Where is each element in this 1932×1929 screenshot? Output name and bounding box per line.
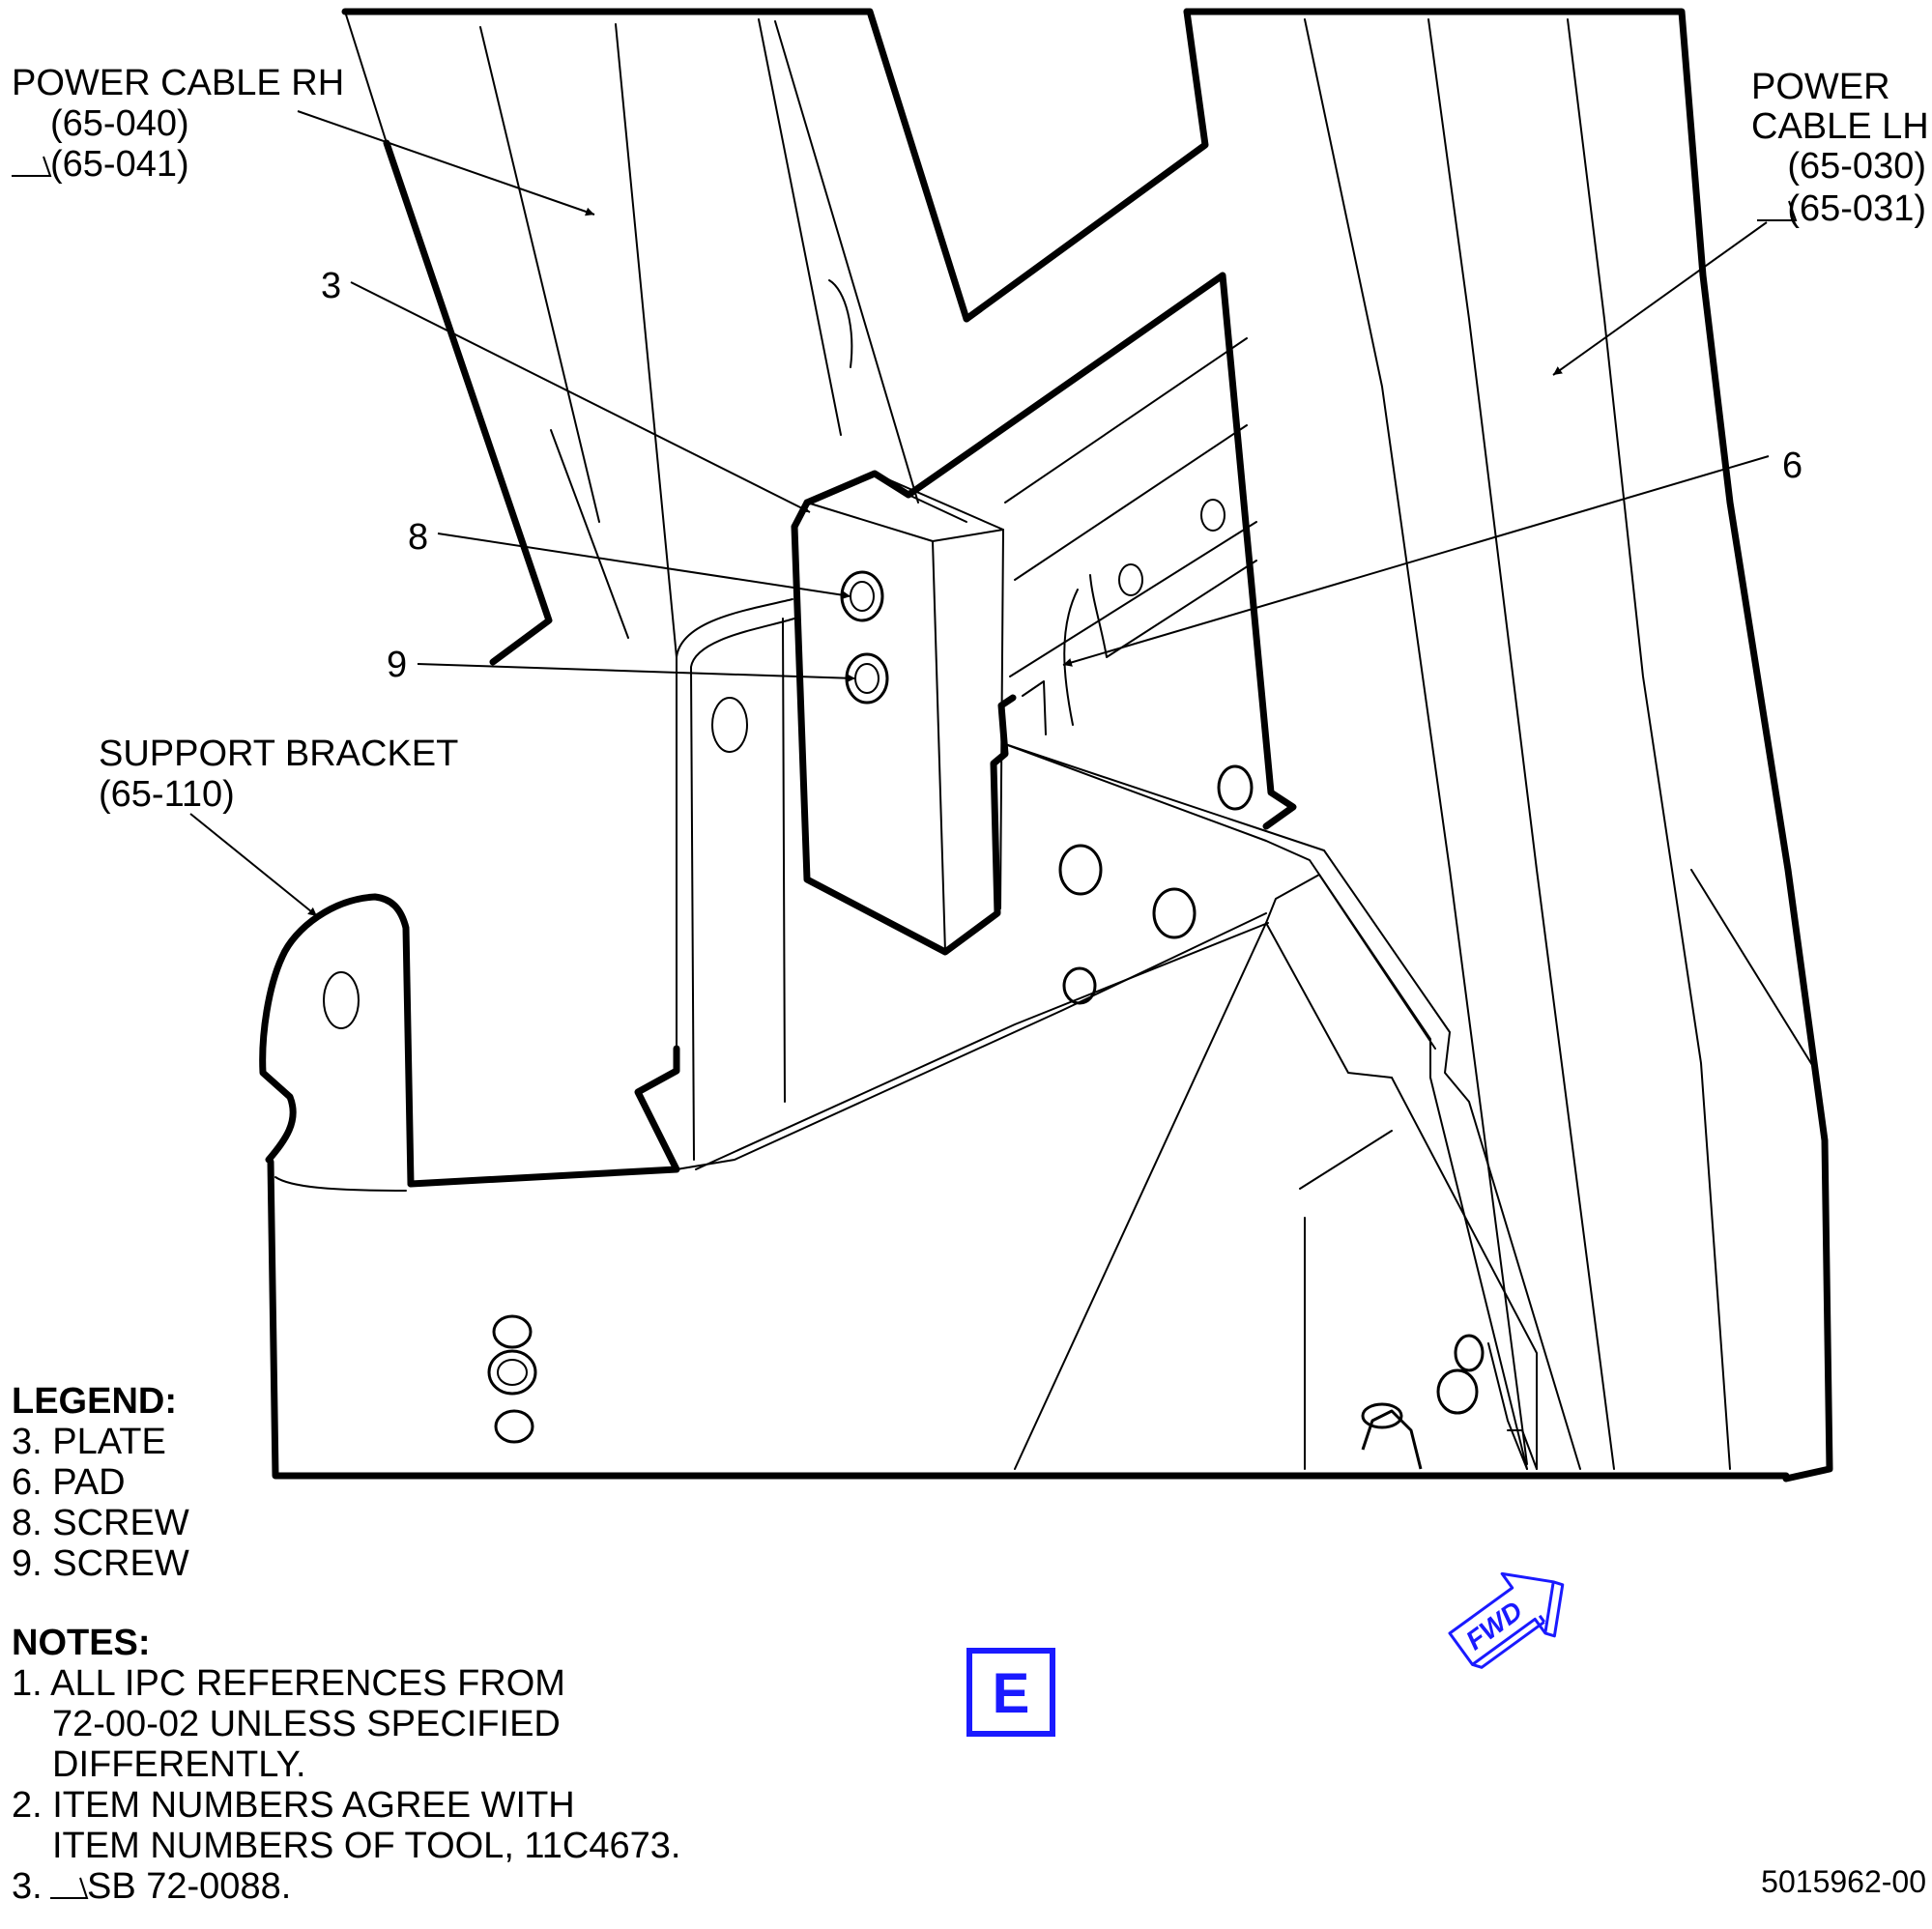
power-cable-rh-ref: (65-040) bbox=[50, 103, 189, 144]
notes: NOTES: 1. ALL IPC REFERENCES FROM 72-00-… bbox=[12, 1623, 680, 1907]
callout-item-6: 6 bbox=[1782, 446, 1802, 486]
note-line: 3. bbox=[12, 1866, 43, 1907]
callout-power-cable-lh: POWER CABLE LH (65-030) (65-031) bbox=[1751, 67, 1929, 229]
drawing-number: 5015962-00 bbox=[1761, 1864, 1926, 1899]
callout-item-9: 9 bbox=[387, 645, 407, 685]
note-3-text: SB 72-0088. bbox=[87, 1866, 291, 1907]
note-line: 1. ALL IPC REFERENCES FROM bbox=[12, 1663, 565, 1704]
legend-item: 6. PAD bbox=[12, 1462, 126, 1503]
notes-title: NOTES: bbox=[12, 1623, 151, 1663]
sb-triangle-icon bbox=[50, 1877, 89, 1899]
power-cable-rh-label: POWER CABLE RH bbox=[12, 63, 344, 103]
support-bracket-label: SUPPORT BRACKET bbox=[99, 734, 458, 774]
power-cable-lh-label-line2: CABLE LH bbox=[1751, 106, 1929, 147]
callout-item-3: 3 bbox=[321, 266, 341, 306]
leader-lines bbox=[189, 110, 1770, 917]
legend-item: 3. PLATE bbox=[12, 1422, 166, 1462]
view-label-text: E bbox=[993, 1662, 1030, 1725]
legend-item: 8. SCREW bbox=[12, 1503, 189, 1543]
callout-item-8: 8 bbox=[408, 517, 428, 558]
legend-title: LEGEND: bbox=[12, 1381, 177, 1422]
plate-item-3-drawing bbox=[791, 272, 1297, 956]
note-line: 2. ITEM NUMBERS AGREE WITH bbox=[12, 1785, 575, 1826]
sb-triangle-icon bbox=[1757, 200, 1798, 221]
pad-item-6-drawing bbox=[1022, 499, 1257, 811]
view-label-e: E bbox=[966, 1648, 1055, 1737]
support-bracket-drawing bbox=[259, 598, 1790, 1480]
power-cable-rh-ref-sb: (65-041) bbox=[50, 144, 189, 185]
note-line: 72-00-02 UNLESS SPECIFIED bbox=[52, 1704, 561, 1744]
note-line: DIFFERENTLY. bbox=[52, 1744, 306, 1785]
power-cable-lh-drawing bbox=[963, 8, 1833, 1483]
support-bracket-ref: (65-110) bbox=[99, 774, 235, 815]
power-cable-lh-ref-sb: (65-031) bbox=[1787, 188, 1926, 229]
legend: LEGEND: 3. PLATE 6. PAD 8. SCREW 9. SCRE… bbox=[12, 1381, 189, 1584]
fwd-arrow-icon: FWD bbox=[1448, 1571, 1565, 1669]
callout-power-cable-rh: POWER CABLE RH (65-040) (65-041) bbox=[12, 63, 344, 185]
fwd-label: FWD bbox=[1460, 1596, 1528, 1656]
note-line: ITEM NUMBERS OF TOOL, 11C4673. bbox=[52, 1826, 680, 1866]
power-cable-rh-drawing bbox=[341, 8, 970, 666]
legend-item: 9. SCREW bbox=[12, 1543, 189, 1584]
power-cable-lh-ref: (65-030) bbox=[1787, 146, 1926, 187]
callout-support-bracket: SUPPORT BRACKET (65-110) bbox=[99, 734, 458, 815]
sb-triangle-icon bbox=[12, 156, 52, 177]
power-cable-lh-label-line1: POWER bbox=[1751, 67, 1890, 107]
